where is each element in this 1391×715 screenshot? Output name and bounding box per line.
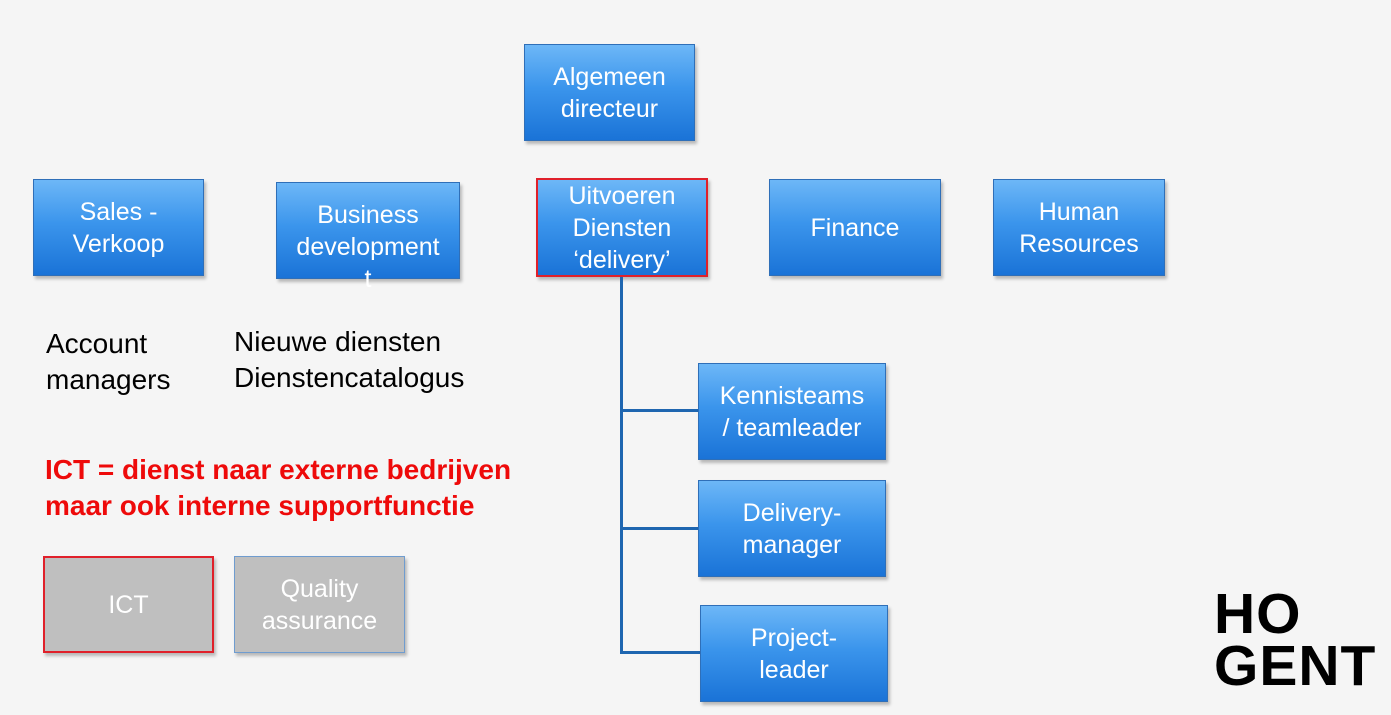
connector-vertical bbox=[620, 277, 623, 653]
box-delivery-manager-label: Delivery- manager bbox=[742, 498, 842, 559]
connector-kennisteams bbox=[620, 409, 699, 412]
box-sales-verkoop-label: Sales - Verkoop bbox=[72, 197, 165, 258]
box-sales-verkoop: Sales - Verkoop bbox=[33, 179, 204, 276]
box-human-resources: Human Resources bbox=[993, 179, 1165, 276]
connector-delivery-manager bbox=[620, 527, 699, 530]
box-algemeen-directeur: Algemeen directeur bbox=[524, 44, 695, 141]
connector-project-leader bbox=[620, 651, 701, 654]
box-algemeen-directeur-label: Algemeen directeur bbox=[553, 62, 666, 123]
box-project-leader-label: Project- leader bbox=[750, 623, 838, 684]
box-quality-assurance-label: Quality assurance bbox=[261, 574, 378, 635]
box-finance-label: Finance bbox=[810, 213, 900, 242]
box-business-development: Business development bbox=[276, 182, 460, 279]
hogent-logo: HO GENT bbox=[1214, 582, 1386, 698]
box-ict-label: ICT bbox=[108, 590, 149, 619]
box-project-leader: Project- leader bbox=[700, 605, 888, 702]
box-finance: Finance bbox=[769, 179, 941, 276]
label-account-managers: Account managers bbox=[46, 328, 171, 395]
hogent-logo-line2: GENT bbox=[1214, 634, 1377, 698]
hogent-logo-line1: HO bbox=[1214, 582, 1302, 646]
box-kennisteams-label: Kennisteams / teamleader bbox=[719, 381, 865, 442]
box-uitvoeren-diensten: Uitvoeren Diensten ‘delivery’ bbox=[536, 178, 708, 277]
box-kennisteams: Kennisteams / teamleader bbox=[698, 363, 886, 460]
business-development-overflow-text: t bbox=[364, 265, 372, 293]
box-delivery-manager: Delivery- manager bbox=[698, 480, 886, 577]
box-ict: ICT bbox=[43, 556, 214, 653]
box-human-resources-label: Human Resources bbox=[1019, 197, 1139, 258]
ict-note: ICT = dienst naar externe bedrijven maar… bbox=[45, 454, 512, 521]
box-business-development-label: Business development bbox=[296, 200, 440, 261]
label-nieuwe-diensten: Nieuwe diensten Dienstencatalogus bbox=[234, 326, 465, 393]
box-uitvoeren-diensten-label: Uitvoeren Diensten ‘delivery’ bbox=[568, 181, 676, 274]
box-quality-assurance: Quality assurance bbox=[234, 556, 405, 653]
